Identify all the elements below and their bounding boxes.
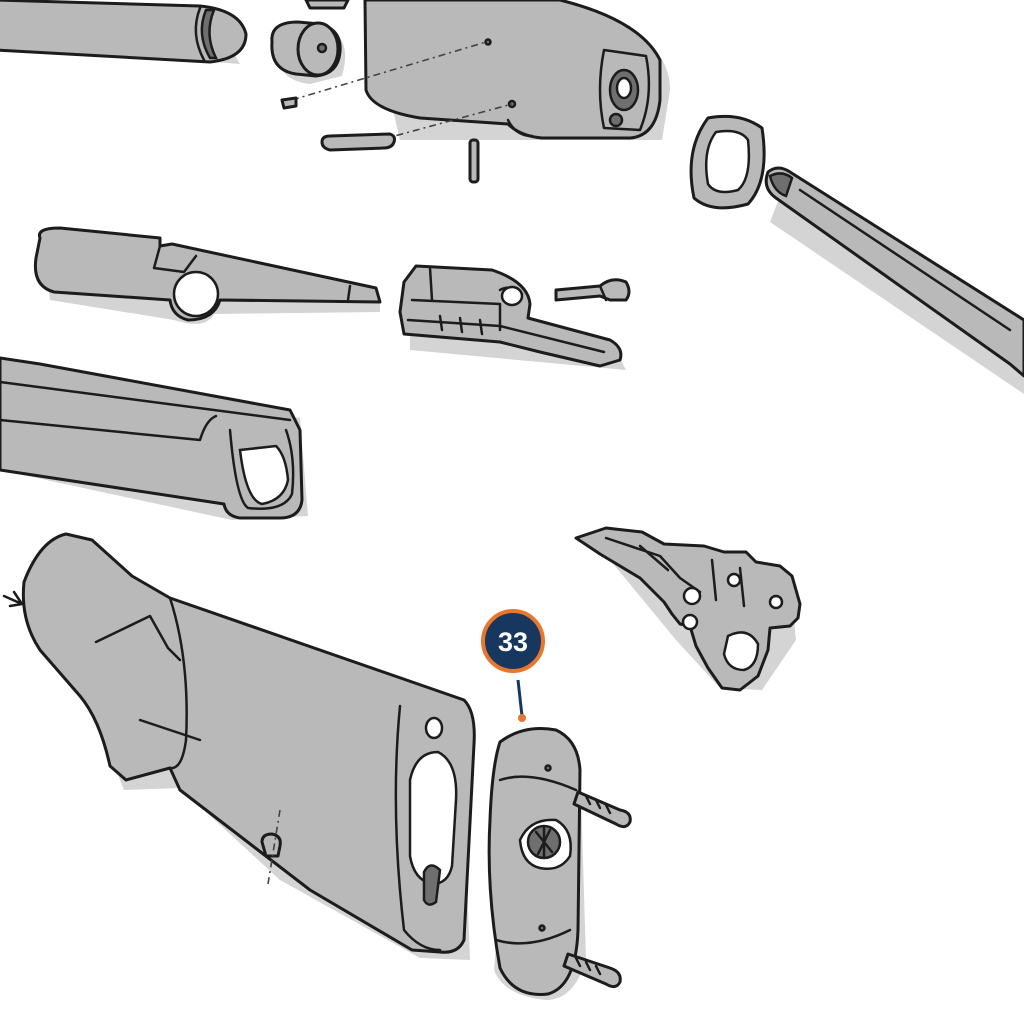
- trigger-group: [574, 526, 802, 692]
- stock-arrow-mark: [2, 590, 24, 608]
- guide-line-sling-stud: [267, 809, 281, 885]
- barrel: [764, 166, 1024, 394]
- receiver-pin-small: [468, 138, 480, 184]
- forend: [0, 356, 308, 520]
- receiver-pin: [320, 132, 396, 152]
- bolt-assembly: [398, 264, 626, 370]
- callout-leader-line: [516, 679, 524, 717]
- action-tube: [33, 226, 382, 324]
- magazine-tube-end: [0, 0, 248, 64]
- firing-pin: [554, 278, 631, 302]
- recoil-pad-screw-upper: [572, 790, 632, 829]
- guide-line-trigger-pin: [379, 103, 513, 141]
- callout-leader-dot: [518, 714, 526, 722]
- receiver: [363, 0, 670, 140]
- recoil-pad: [487, 727, 586, 1000]
- sling-stud: [260, 832, 282, 858]
- cap-detent: [280, 96, 298, 110]
- top-pin: [304, 0, 350, 10]
- stock: [21, 532, 476, 960]
- callout-33: 33: [481, 609, 545, 722]
- magazine-cap: [270, 20, 346, 84]
- recoil-pad-screw-lower: [562, 952, 622, 989]
- barrel-seal-ring: [689, 114, 766, 210]
- callout-label: 33: [498, 627, 528, 657]
- callout-badge: [481, 609, 545, 673]
